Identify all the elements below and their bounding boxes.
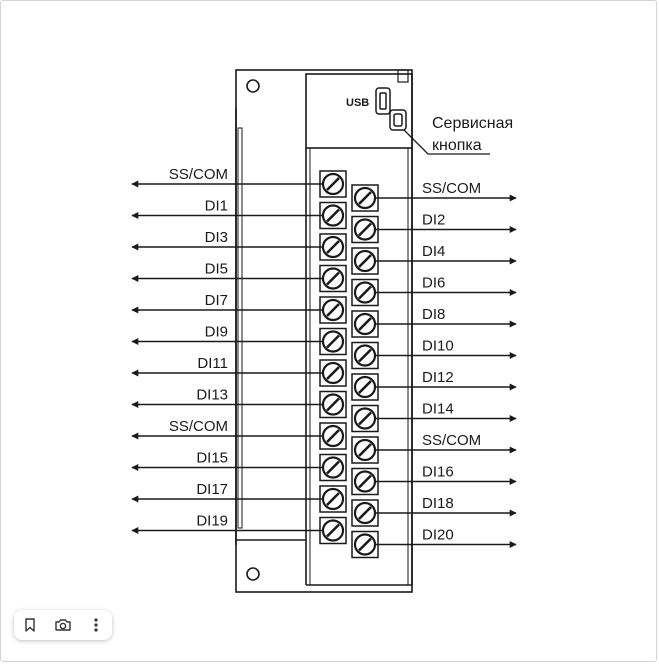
terminal-screw-icon (319, 422, 347, 450)
more-options-button[interactable] (83, 612, 109, 638)
terminal-screw-icon (351, 499, 379, 527)
terminal-label-right: DI4 (422, 243, 445, 260)
terminal-label-left: DI17 (196, 481, 228, 498)
terminal-screw-icon (319, 327, 347, 356)
mount-hole-bottom (246, 567, 260, 581)
terminal-screw-icon (319, 233, 347, 261)
mount-hole-top (246, 79, 260, 93)
terminal-label-left: DI1 (205, 198, 228, 215)
terminal-screw-icon (351, 436, 379, 464)
terminal-label-right: DI10 (422, 338, 454, 355)
terminal-screw-icon (351, 373, 379, 401)
service-button-leader (403, 129, 490, 155)
terminal-label-right: DI14 (422, 401, 454, 418)
terminal-label-right: DI20 (422, 527, 454, 544)
terminal-label-right: DI12 (422, 369, 454, 386)
terminal-label-left: SS/COM (169, 418, 228, 435)
terminal-label-left: DI15 (196, 450, 228, 467)
terminal-label-left: DI13 (196, 387, 228, 404)
terminal-label-right: SS/COM (422, 432, 481, 449)
terminal-screw-icon (351, 247, 379, 275)
bookmark-button[interactable] (17, 612, 43, 638)
terminal-label-right: SS/COM (422, 180, 481, 197)
terminal-screw-icon (351, 530, 379, 559)
terminal-label-left: SS/COM (169, 166, 228, 183)
bookmark-icon (25, 618, 36, 632)
service-button-label-line1: Сервисная (432, 115, 513, 132)
terminal-screw-icon (319, 201, 347, 230)
usb-label: USB (346, 97, 369, 109)
terminal-screw-icon (319, 359, 347, 387)
terminal-screw-icon (351, 404, 379, 433)
terminal-screw-icon (319, 390, 347, 419)
terminal-screw-icon (351, 341, 379, 370)
terminal-label-left: DI11 (197, 355, 228, 372)
usb-port-icon (375, 87, 391, 115)
terminal-label-left: DI7 (205, 292, 228, 309)
terminal-screw-icon (351, 184, 379, 212)
terminal-label-left: DI3 (205, 229, 228, 246)
terminal-screw-icon (319, 170, 347, 198)
terminal-screw-icon (351, 278, 379, 307)
terminal-screw-icon (319, 264, 347, 293)
visual-search-button[interactable] (50, 612, 76, 638)
terminal-screw-icon (351, 467, 379, 496)
terminal-label-right: DI16 (422, 464, 454, 481)
terminal-label-left: DI9 (205, 324, 228, 341)
terminal-screw-icon (319, 296, 347, 324)
terminal-screw-icon (319, 453, 347, 482)
terminal-label-right: DI8 (422, 306, 445, 323)
camera-icon (55, 619, 71, 631)
terminal-label-left: DI5 (205, 261, 228, 278)
terminal-label-right: DI2 (422, 212, 445, 229)
terminal-block: SS/COMDI1DI3DI5DI7DI9DI11DI13SS/COMDI15D… (131, 166, 517, 559)
terminal-label-right: DI6 (422, 275, 445, 292)
more-vertical-icon (94, 618, 98, 632)
terminal-screw-icon (351, 215, 379, 244)
image-toolbar (14, 610, 112, 640)
terminal-screw-icon (319, 485, 347, 513)
terminal-label-left: DI19 (196, 513, 228, 530)
terminal-screw-icon (319, 516, 347, 545)
terminal-screw-icon (351, 310, 379, 338)
service-button-label-line2: кнопка (432, 137, 482, 154)
service-button-icon[interactable] (389, 109, 407, 131)
terminal-label-right: DI18 (422, 495, 454, 512)
